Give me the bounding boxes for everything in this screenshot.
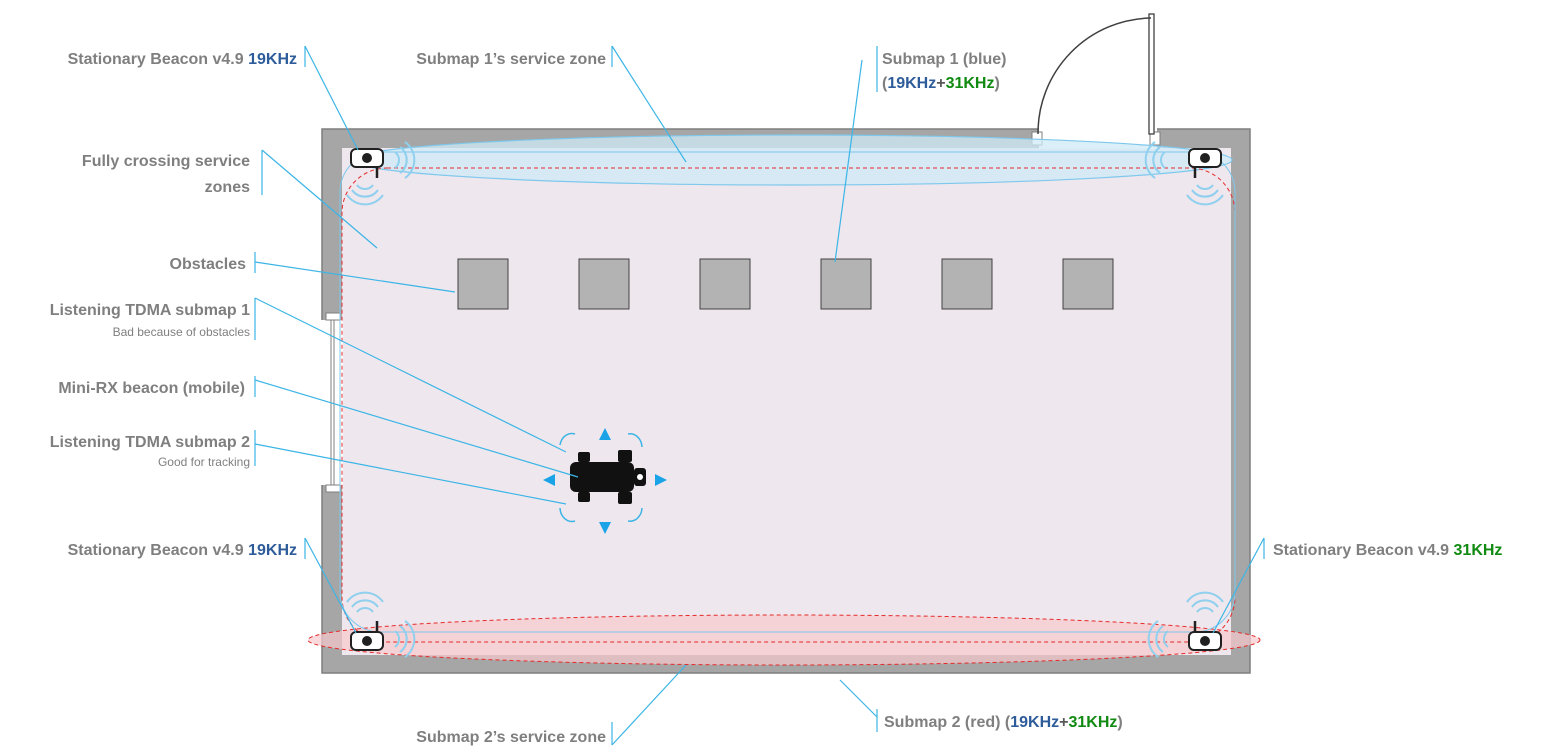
submap2-service-zone — [307, 614, 1261, 666]
obstacles-group — [457, 258, 1114, 310]
label-submap1-title: Submap 1 (blue) — [882, 51, 1006, 68]
leader-lines — [254, 45, 1265, 746]
door-frame-right — [1149, 131, 1161, 146]
label-submap1-frequencies: (19KHz+31KHz) — [882, 75, 1000, 92]
obstacle — [820, 258, 872, 310]
label-tdma-submap2: Listening TDMA submap 2 — [50, 434, 250, 451]
label-crossing-line2: zones — [205, 179, 250, 196]
label-tdma-submap2-note: Good for tracking — [158, 455, 250, 469]
mobile-robot-icon — [543, 428, 667, 534]
wall-post-bottom — [325, 484, 341, 493]
label-crossing-line1: Fully crossing service — [82, 153, 250, 170]
room — [321, 13, 1251, 674]
room-floor — [342, 148, 1231, 655]
service-zones — [307, 134, 1261, 666]
label-beacon-bottom-right: Stationary Beacon v4.9 31KHz — [1273, 542, 1502, 559]
obstacle — [1062, 258, 1114, 310]
label-beacon-top-left: Stationary Beacon v4.9 19KHz — [68, 51, 297, 68]
label-obstacles: Obstacles — [170, 256, 247, 273]
label-submap2-service-zone: Submap 2’s service zone — [416, 729, 606, 746]
label-beacon-bottom-left: Stationary Beacon v4.9 19KHz — [68, 542, 297, 559]
submap1-service-zone — [351, 134, 1233, 186]
obstacle — [699, 258, 751, 310]
label-mobile-beacon: Mini-RX beacon (mobile) — [58, 380, 245, 397]
label-submap1-service-zone: Submap 1’s service zone — [416, 51, 606, 68]
wall-post-top — [325, 312, 341, 321]
label-tdma-submap1: Listening TDMA submap 1 — [50, 302, 250, 319]
door-icon — [1037, 13, 1155, 135]
label-tdma-submap1-note: Bad because of obstacles — [113, 325, 250, 339]
label-submap2: Submap 2 (red) (19KHz+31KHz) — [884, 714, 1123, 731]
obstacle — [578, 258, 630, 310]
obstacle — [941, 258, 993, 310]
labels: Stationary Beacon v4.9 19KHz Submap 1’s … — [50, 51, 1503, 746]
obstacle — [457, 258, 509, 310]
submap1-coverage-outline — [339, 151, 1236, 633]
